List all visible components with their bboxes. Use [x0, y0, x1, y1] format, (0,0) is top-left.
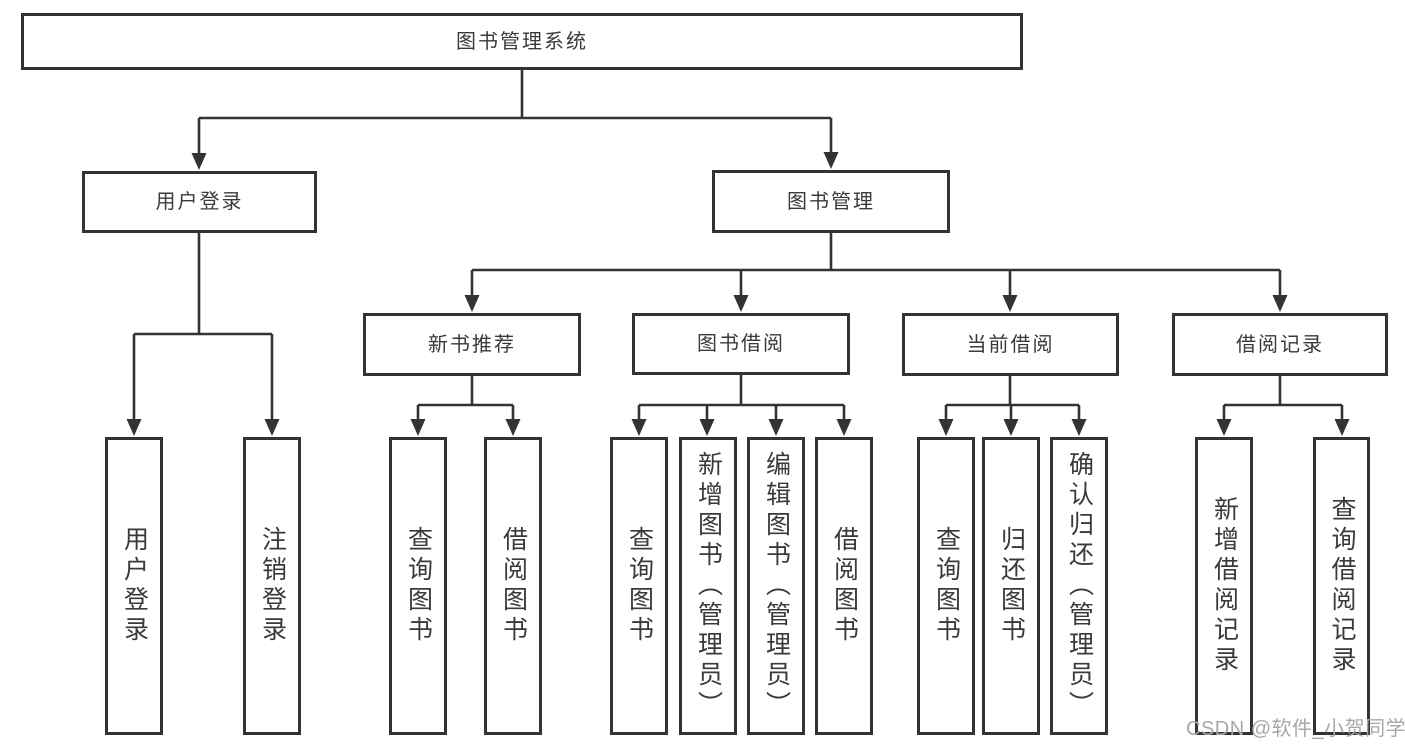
node-root-system: 图书管理系统	[21, 13, 1023, 70]
leaf-logout: 注销登录	[243, 437, 301, 735]
node-book-borrowing: 图书借阅	[632, 313, 850, 375]
leaf-user-login: 用户登录	[105, 437, 163, 735]
leaf-edit-books-admin: 编辑图书（管理员）	[747, 437, 805, 735]
leaf-query-books-current: 查询图书	[917, 437, 975, 735]
leaf-borrow-books-recommend: 借阅图书	[484, 437, 542, 735]
leaf-query-books-recommend: 查询图书	[389, 437, 447, 735]
csdn-watermark: CSDN @软件_小贺同学	[1186, 718, 1405, 740]
leaf-confirm-return-admin: 确认归还（管理员）	[1050, 437, 1108, 735]
node-user-login: 用户登录	[82, 171, 317, 233]
leaf-return-books: 归还图书	[982, 437, 1040, 735]
node-borrowing-records: 借阅记录	[1172, 313, 1388, 376]
node-book-management: 图书管理	[712, 170, 950, 233]
node-current-borrowing: 当前借阅	[902, 313, 1119, 376]
leaf-query-borrow-record: 查询借阅记录	[1313, 437, 1370, 735]
leaf-query-books-borrowing: 查询图书	[610, 437, 668, 735]
leaf-add-borrow-record: 新增借阅记录	[1195, 437, 1253, 735]
node-new-book-recommendation: 新书推荐	[363, 313, 581, 376]
leaf-borrow-books: 借阅图书	[815, 437, 873, 735]
leaf-add-books-admin: 新增图书（管理员）	[679, 437, 737, 735]
